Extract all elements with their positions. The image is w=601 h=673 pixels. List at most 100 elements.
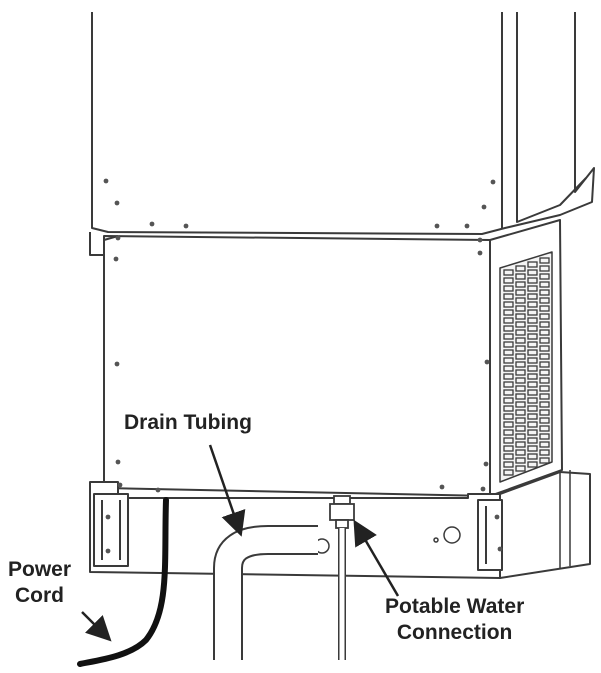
vent-slot (539, 361, 550, 368)
water-fitting (329, 495, 355, 529)
vent-slot (539, 257, 550, 264)
vent-slot (503, 333, 514, 340)
vent-slot (515, 265, 526, 272)
vent-slot (539, 425, 550, 432)
vent-slot (503, 429, 514, 436)
vent-slot (539, 457, 550, 464)
vent-slot (515, 289, 526, 296)
vent-slot (527, 429, 538, 436)
screw (105, 514, 111, 520)
vent-slot (527, 277, 538, 284)
screw (483, 461, 489, 467)
vent-slot (539, 337, 550, 344)
vent-slot (539, 441, 550, 448)
vent-slot (539, 401, 550, 408)
vent-slot (539, 305, 550, 312)
vent-slot (503, 269, 514, 276)
vent-slot (503, 397, 514, 404)
vent-slot (503, 349, 514, 356)
vent-slot (539, 369, 550, 376)
vent-slot (527, 365, 538, 372)
vent-slot (539, 433, 550, 440)
screw (481, 204, 487, 210)
screw (103, 178, 109, 184)
vent-slot (515, 361, 526, 368)
vent-slot (527, 341, 538, 348)
screw (183, 223, 189, 229)
vent-slot (539, 353, 550, 360)
base-side-edge (559, 470, 571, 568)
vent-slot (515, 433, 526, 440)
screw (114, 200, 120, 206)
vent-slot (503, 469, 514, 476)
vent-slot (527, 325, 538, 332)
left-leg (93, 493, 129, 567)
vent-slot (515, 441, 526, 448)
vent-slot (539, 273, 550, 280)
vent-slot (515, 465, 526, 472)
vent-slot (503, 453, 514, 460)
vent-slot (515, 281, 526, 288)
vent-slot (527, 421, 538, 428)
vent-slot (503, 381, 514, 388)
drain-tubing-arrow (208, 444, 246, 537)
screw (115, 459, 121, 465)
vent-slot (539, 321, 550, 328)
vent-slot (503, 445, 514, 452)
vent-slot (515, 329, 526, 336)
screw (490, 179, 496, 185)
power-cord (77, 497, 169, 667)
vent-slots (503, 257, 550, 476)
power-cord-label: Power Cord (8, 557, 71, 609)
vent-slot (503, 341, 514, 348)
vent-slot (503, 317, 514, 324)
base-hole-large (443, 526, 461, 544)
vent-slot (515, 449, 526, 456)
vent-slot (515, 337, 526, 344)
vent-slot (527, 381, 538, 388)
vent-slot (503, 373, 514, 380)
vent-slot (527, 405, 538, 412)
vent-slot (515, 377, 526, 384)
screw (464, 223, 470, 229)
vent-slot (539, 377, 550, 384)
vent-slot (515, 393, 526, 400)
vent-slot (539, 289, 550, 296)
right-leg (477, 499, 503, 571)
vent-slot (527, 397, 538, 404)
power-cord-label-line2: Cord (15, 584, 65, 607)
vent-slot (515, 369, 526, 376)
screw (497, 546, 503, 552)
vent-slot (515, 409, 526, 416)
vent-slot (539, 297, 550, 304)
vent-slot (539, 417, 550, 424)
vent-slot (527, 445, 538, 452)
lower-cabinet (103, 235, 491, 497)
vent-slot (515, 297, 526, 304)
vent-slot (527, 437, 538, 444)
vent-slot (527, 453, 538, 460)
potable-water-label: Potable Water Connection (385, 594, 524, 646)
screw (155, 487, 161, 493)
screw (113, 256, 119, 262)
vent-slot (539, 409, 550, 416)
vent-slot (527, 269, 538, 276)
vent-slot (515, 313, 526, 320)
power-cord-label-line1: Power (8, 558, 72, 581)
potable-water-label-line2: Connection (396, 621, 513, 644)
vent-slot (527, 309, 538, 316)
vent-slot (527, 317, 538, 324)
screw (117, 482, 123, 488)
vent-slot (539, 265, 550, 272)
vent-slot (503, 301, 514, 308)
drain-tubing-label: Drain Tubing (124, 411, 252, 434)
vent-slot (539, 385, 550, 392)
screw (114, 361, 120, 367)
vent-slot (527, 261, 538, 268)
screws (103, 178, 503, 554)
screw (484, 359, 490, 365)
vent-slot (515, 385, 526, 392)
vent-slot (515, 345, 526, 352)
screw (434, 223, 440, 229)
